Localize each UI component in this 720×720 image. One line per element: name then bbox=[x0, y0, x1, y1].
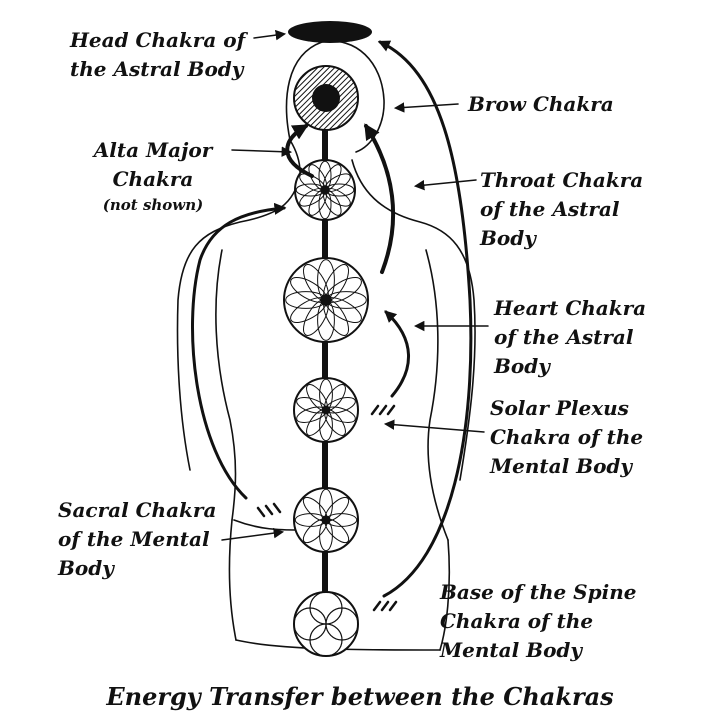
label-alta-major: Alta Major Chakra bbox=[93, 138, 213, 191]
pointer-alta bbox=[231, 146, 293, 157]
solar-to-heart-arrow bbox=[384, 310, 410, 398]
solar-chakra-shape bbox=[293, 377, 359, 443]
heart-to-brow-arrow bbox=[364, 123, 396, 274]
label-sacral-mental: Sacral Chakra of the Mental Body bbox=[58, 498, 217, 580]
base-chakra-shape bbox=[293, 591, 359, 657]
pointer-throat bbox=[413, 179, 477, 191]
head-astral-chakra-shape bbox=[288, 21, 372, 43]
pointer-solar bbox=[383, 419, 485, 433]
tick-base bbox=[372, 600, 398, 612]
label-alta-note: (not shown) bbox=[102, 196, 204, 214]
pointer-brow bbox=[393, 102, 459, 113]
throat-chakra-shape bbox=[294, 159, 356, 221]
label-brow: Brow Chakra bbox=[468, 92, 614, 116]
label-throat-astral: Throat Chakra of the Astral Body bbox=[480, 168, 644, 250]
pointer-head bbox=[253, 29, 287, 41]
label-base-mental: Base of the Spine Chakra of the Mental B… bbox=[440, 580, 637, 662]
label-head-astral: Head Chakra of the Astral Body bbox=[70, 28, 246, 81]
brow-chakra-shape bbox=[293, 65, 359, 131]
tick-solar bbox=[370, 404, 396, 416]
sacral-to-throat-arrow bbox=[191, 202, 287, 500]
heart-chakra-shape bbox=[283, 257, 369, 343]
diagram-title: Energy Transfer between the Chakras bbox=[106, 682, 614, 711]
label-solar-mental: Solar Plexus Chakra of the Mental Body bbox=[490, 396, 644, 478]
label-heart-astral: Heart Chakra of the Astral Body bbox=[494, 296, 647, 378]
diagram-frame bbox=[55, 14, 665, 714]
base-to-head-arrow bbox=[377, 40, 473, 598]
tick-sacral bbox=[256, 502, 282, 518]
pointer-sacral bbox=[221, 527, 285, 541]
sacral-chakra-shape bbox=[293, 487, 359, 553]
